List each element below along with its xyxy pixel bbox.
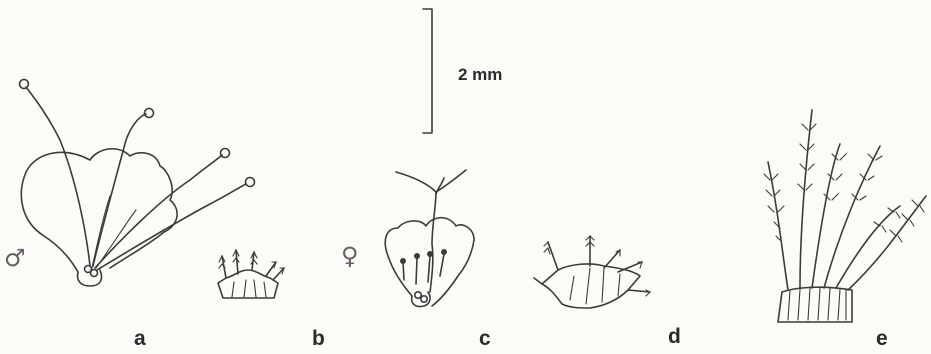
female-symbol: ♀ [341,244,359,268]
figure-a-male-flower [20,80,255,287]
figure-d-corolla-segment [534,236,650,308]
scale-bar-label: 2 mm [458,66,502,83]
scale-bar [423,9,432,133]
figure-b-corolla-segment [218,250,284,298]
panel-label-c: c [479,328,491,349]
panel-label-a: a [134,328,146,349]
panel-label-e: e [876,328,888,349]
figure-c-female-flower [385,170,474,307]
male-symbol: ♂ [4,246,26,270]
panel-label-b: b [312,328,325,349]
figure-e-plumose-setae [764,110,926,322]
panel-label-d: d [668,326,681,347]
